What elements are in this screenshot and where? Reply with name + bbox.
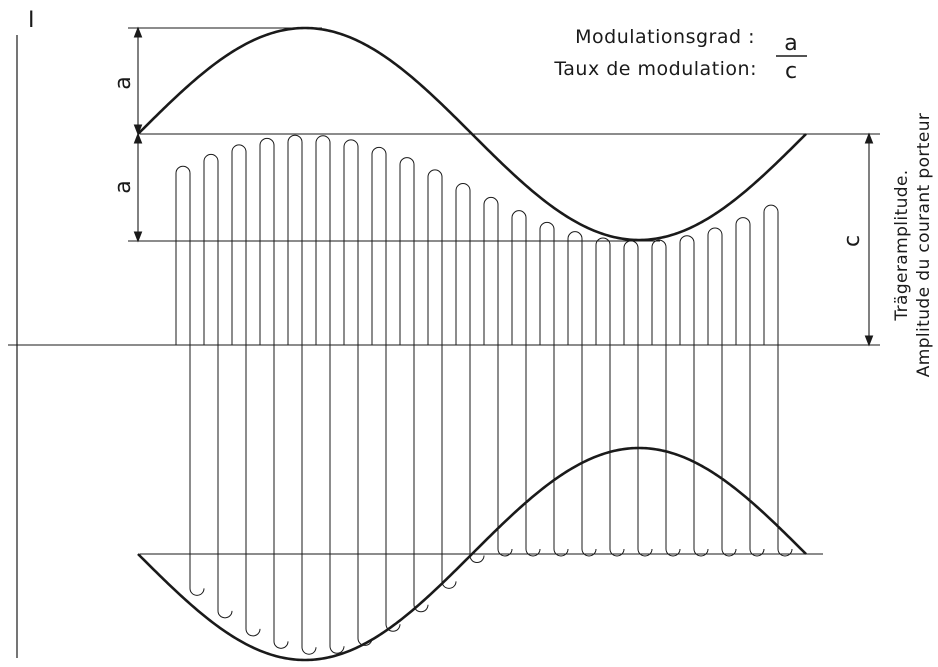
lower-envelope [137,446,807,662]
lower-a-label: a [111,180,136,193]
modulation-legend: Modulationsgrad : Taux de modulation: a … [553,26,807,84]
arrow-head [864,132,874,144]
arrow-head [133,124,143,136]
carrier-c-label: c [840,235,865,247]
dimension-arrows [133,26,874,347]
fraction-numerator: a [784,31,797,56]
upper-envelope [137,26,807,242]
reference-lines [8,27,880,555]
arrow-head [133,231,143,243]
legend-line-french: Taux de modulation: [553,58,757,80]
arrow-head [133,26,143,38]
y-axis-label: I [28,8,35,33]
carrier-oscillation [175,134,793,655]
legend-line-german: Modulationsgrad : [575,26,755,48]
side-label-french: Amplitude du courant porteur [914,113,934,378]
side-label-german: Trägeramplitude. [892,169,912,321]
upper-a-label: a [111,76,136,89]
fraction-denominator: c [785,59,797,84]
side-label: Trägeramplitude. Amplitude du courant po… [892,113,934,378]
arrow-head [133,132,143,144]
arrow-head [864,335,874,347]
modulation-envelopes [137,26,807,662]
carrier-wave [175,134,793,655]
